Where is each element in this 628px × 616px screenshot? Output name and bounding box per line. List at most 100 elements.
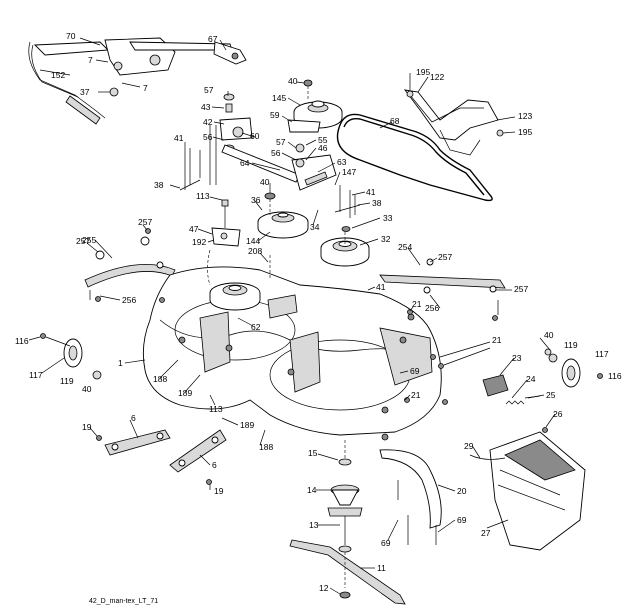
callout-60: 60 — [250, 131, 260, 141]
callout-55: 55 — [318, 135, 328, 145]
rod-41-38-right — [334, 185, 361, 218]
callout-189: 189 — [178, 388, 192, 398]
callout-189: 189 — [240, 420, 254, 430]
spindle-assembly — [327, 440, 363, 553]
callout-119: 119 — [564, 340, 578, 350]
callout-69: 69 — [410, 366, 420, 376]
callout-21: 21 — [412, 299, 422, 309]
bracket-59-55 — [287, 119, 337, 191]
callout-7: 7 — [88, 55, 93, 65]
callout-47: 47 — [189, 224, 199, 234]
bolt-26 — [542, 427, 548, 433]
leader-lines — [28, 37, 556, 595]
callout-69: 69 — [381, 538, 391, 548]
callout-41: 41 — [366, 187, 376, 197]
callout-19: 19 — [82, 422, 92, 432]
callout-57: 57 — [276, 137, 286, 147]
callout-69: 69 — [457, 515, 467, 525]
link-6-left — [96, 429, 171, 456]
callout-56: 56 — [271, 148, 281, 158]
callout-64: 64 — [240, 158, 250, 168]
deck-pulley-left — [207, 249, 298, 319]
callout-144: 144 — [246, 236, 260, 246]
callout-208: 208 — [248, 246, 262, 256]
rod-41-38-left — [179, 148, 201, 191]
callout-59: 59 — [270, 110, 280, 120]
callout-27: 27 — [481, 528, 491, 538]
callout-255: 255 — [82, 235, 96, 245]
callout-257: 257 — [438, 252, 452, 262]
callout-19: 19 — [214, 486, 224, 496]
callout-57: 57 — [204, 85, 214, 95]
callout-117: 117 — [29, 370, 43, 380]
link-6-right — [169, 429, 227, 485]
callout-152: 152 — [51, 70, 65, 80]
nut-37 — [109, 87, 119, 97]
callout-20: 20 — [457, 486, 467, 496]
callout-256: 256 — [425, 303, 439, 313]
bracket-20 — [379, 449, 442, 545]
callout-33: 33 — [383, 213, 393, 223]
callout-6: 6 — [212, 460, 217, 470]
callout-38: 38 — [154, 180, 164, 190]
callout-68: 68 — [390, 116, 400, 126]
callout-257: 257 — [514, 284, 528, 294]
callout-1: 1 — [118, 358, 123, 368]
callout-25: 25 — [546, 390, 556, 400]
callout-41: 41 — [376, 282, 386, 292]
callout-24: 24 — [526, 374, 536, 384]
callout-15: 15 — [308, 448, 318, 458]
diagram-caption: 42_D_man-tex_LT_71 — [89, 598, 158, 605]
callout-56: 56 — [203, 132, 213, 142]
callout-40: 40 — [82, 384, 92, 394]
callout-40: 40 — [544, 330, 554, 340]
callout-122: 122 — [430, 72, 444, 82]
callout-43: 43 — [201, 102, 211, 112]
callout-123: 123 — [518, 111, 532, 121]
pulley-36 — [257, 192, 309, 239]
blade-11 — [289, 539, 406, 605]
bracket-23 — [482, 374, 509, 397]
callout-257: 257 — [76, 236, 90, 246]
callout-116: 116 — [15, 336, 29, 346]
callout-119: 119 — [60, 376, 74, 386]
spring-24 — [505, 400, 525, 405]
callout-37: 37 — [80, 87, 90, 97]
bracket-47-192 — [211, 199, 241, 247]
callout-23: 23 — [512, 353, 522, 363]
pulley-32 — [320, 226, 370, 267]
callout-192: 192 — [192, 237, 206, 247]
bracket-67 — [213, 41, 247, 65]
callout-13: 13 — [309, 520, 319, 530]
idler-assembly — [209, 93, 301, 185]
callout-11: 11 — [377, 563, 386, 573]
gauge-wheel-right — [544, 348, 603, 388]
callout-70: 70 — [66, 31, 76, 41]
gauge-wheel-left — [40, 333, 102, 380]
callout-7: 7 — [143, 83, 148, 93]
callout-34: 34 — [310, 222, 320, 232]
callout-145: 145 — [272, 93, 286, 103]
callout-6: 6 — [131, 413, 136, 423]
callout-40: 40 — [288, 76, 298, 86]
callout-21: 21 — [492, 335, 502, 345]
callout-256: 256 — [122, 295, 136, 305]
callout-46: 46 — [318, 143, 328, 153]
callout-40: 40 — [260, 177, 270, 187]
drive-belt-68 — [336, 113, 493, 202]
callout-29: 29 — [464, 441, 474, 451]
callout-26: 26 — [553, 409, 563, 419]
callout-42: 42 — [203, 117, 213, 127]
bracket-254 — [379, 258, 506, 315]
callout-62: 62 — [251, 322, 261, 332]
callout-63: 63 — [337, 157, 347, 167]
callout-12: 12 — [319, 583, 329, 593]
callout-116: 116 — [608, 371, 622, 381]
callout-67: 67 — [208, 34, 218, 44]
callout-32: 32 — [381, 234, 391, 244]
callout-labels: 70 67 152 7 7 37 40 57 145 43 42 59 56 6… — [15, 31, 622, 593]
callout-21: 21 — [411, 390, 421, 400]
callout-36: 36 — [251, 195, 261, 205]
deflector-27 — [469, 431, 586, 551]
